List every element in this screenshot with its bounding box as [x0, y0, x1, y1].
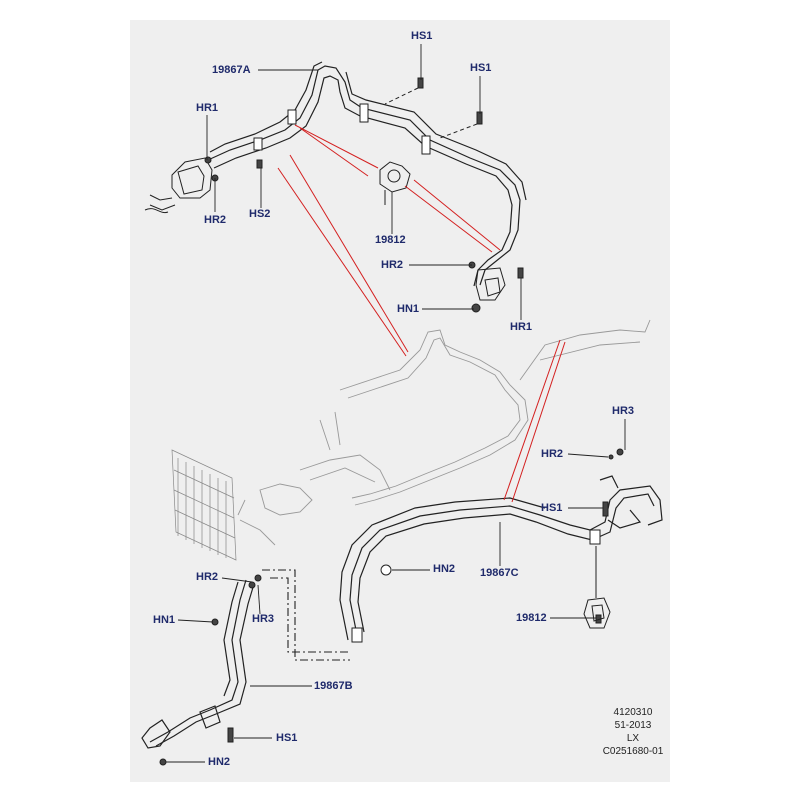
label-hs1: HS1 — [470, 62, 492, 74]
dash-dot-connector — [262, 569, 350, 661]
label-valve-19812: 19812 — [516, 612, 547, 624]
pipe-19867a — [207, 61, 527, 287]
condenser — [171, 449, 237, 561]
stamp-line: 51-2013 — [614, 720, 652, 731]
label-hr2: HR2 — [196, 571, 219, 583]
valve-19812-lower — [583, 546, 611, 629]
label-hn2: HN2 — [433, 563, 456, 575]
label-hn1: HN1 — [153, 614, 176, 626]
label-hr1: HR1 — [510, 321, 533, 333]
label-pipe-19867b: 19867B — [314, 680, 353, 692]
label-pipe-19867c: 19867C — [480, 567, 519, 579]
label-hr2: HR2 — [381, 259, 404, 271]
stamp-line: C0251680-01 — [602, 746, 664, 757]
label-pipe-19867a: 19867A — [212, 64, 251, 76]
red-callouts — [277, 124, 566, 503]
label-valve-19812: 19812 — [375, 234, 406, 246]
stamp-line: 4120310 — [613, 707, 653, 718]
label-hn2: HN2 — [208, 756, 231, 768]
label-hs1: HS1 — [411, 30, 433, 42]
label-hn1: HN1 — [397, 303, 420, 315]
pump-body-top — [144, 157, 213, 214]
label-hr3: HR3 — [252, 613, 275, 625]
bolts-lower — [159, 448, 624, 766]
clip-lower — [351, 529, 601, 643]
bolts-top — [204, 77, 524, 313]
valve-19812-top — [379, 161, 411, 205]
vehicle-outline — [237, 319, 651, 546]
label-hs1: HS1 — [541, 502, 563, 514]
pipe-19867c — [339, 475, 663, 641]
dashed-leaders-top — [384, 87, 478, 139]
label-hr3: HR3 — [612, 405, 635, 417]
stamp-line: LX — [626, 733, 640, 744]
label-hr2: HR2 — [204, 214, 227, 226]
fitting-right-top — [475, 267, 506, 301]
clips-top — [253, 103, 431, 155]
label-hs2: HS2 — [249, 208, 271, 220]
label-leaders — [166, 44, 626, 763]
reference-stamp: 4120310 51-2013 LX C0251680-01 — [588, 706, 678, 758]
label-hr1: HR1 — [196, 102, 219, 114]
label-hs1: HS1 — [276, 732, 298, 744]
pipe-19867b — [141, 579, 255, 749]
label-hr2: HR2 — [541, 448, 564, 460]
